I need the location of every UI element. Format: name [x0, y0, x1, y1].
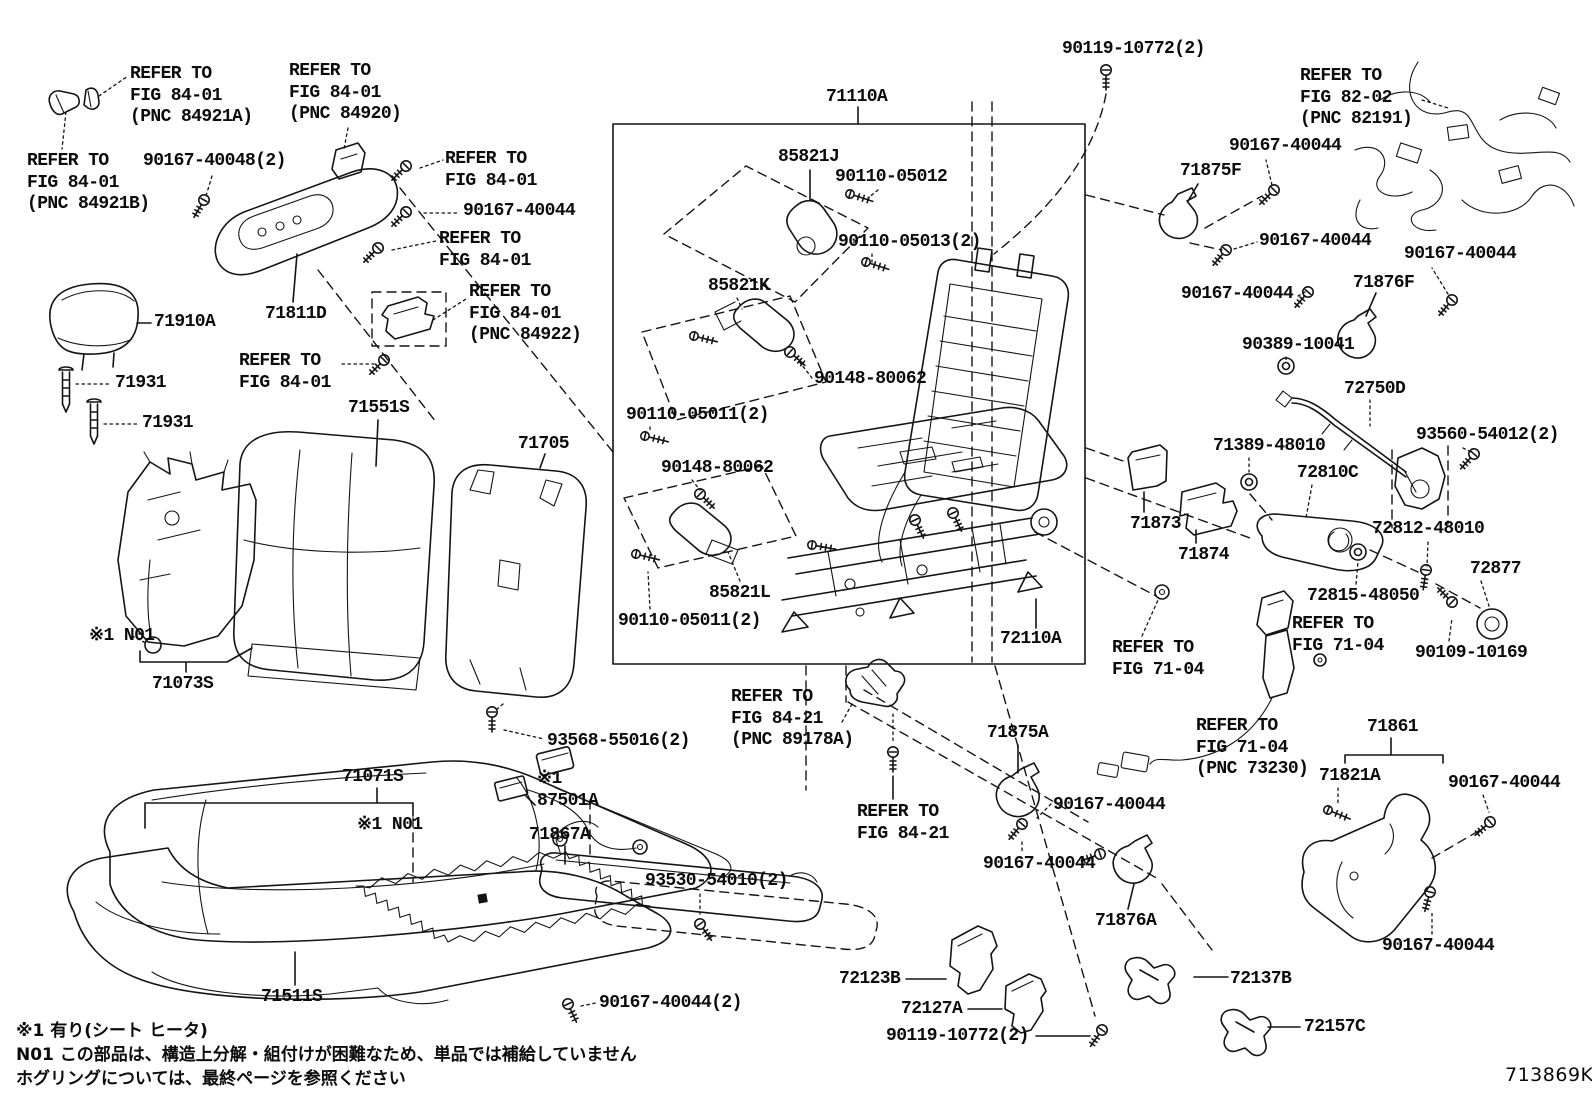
- part-label: 71931: [142, 413, 194, 433]
- part-label: 71511S: [261, 987, 323, 1007]
- part-label: 71875A: [987, 723, 1049, 743]
- part-label: 90148-80062: [661, 458, 774, 478]
- part-label: REFER TO FIG 71-04: [1112, 638, 1204, 680]
- headrest-hardware-art: [48, 75, 152, 445]
- part-label: 71861: [1367, 717, 1419, 737]
- part-label: 90110-05011(2): [618, 611, 761, 631]
- part-label: 90110-05013(2): [838, 232, 981, 252]
- part-label: 90109-10169: [1415, 643, 1528, 663]
- part-label: 90167-40044: [463, 201, 576, 221]
- part-label: 90167-40044: [1382, 936, 1495, 956]
- part-label: 72137B: [1230, 969, 1292, 989]
- part-label: 72810C: [1297, 463, 1359, 483]
- part-label: REFER TO FIG 84-01 (PNC 84922): [469, 282, 582, 345]
- part-label: 72750D: [1344, 379, 1406, 399]
- part-label: 85821L: [709, 583, 771, 603]
- part-label: 90167-40044(2): [599, 993, 742, 1013]
- part-label: REFER TO FIG 71-04 (PNC 73230): [1196, 716, 1309, 779]
- part-label: 90167-40048(2): [143, 151, 286, 171]
- footnote-n01: N01 この部品は、構造上分解・組付けが困難なため、単品では補給していません: [16, 1045, 637, 1065]
- part-label: 93568-55016(2): [547, 731, 690, 751]
- part-label: 71071S: [342, 767, 404, 787]
- wire-harness-art: [993, 61, 1575, 375]
- part-label: 71875F: [1180, 161, 1242, 181]
- part-label: 93530-54010(2): [645, 871, 788, 891]
- part-label: 90389-10041: [1242, 335, 1355, 355]
- part-label: 71873: [1130, 514, 1182, 534]
- part-label: 71551S: [348, 398, 410, 418]
- part-label: REFER TO FIG 84-21 (PNC 89178A): [731, 687, 854, 750]
- part-label: 72127A: [901, 999, 963, 1019]
- part-label: 71110A: [826, 87, 888, 107]
- part-label: 90167-40044: [983, 854, 1096, 874]
- part-label: 90110-05011(2): [626, 405, 769, 425]
- part-label: 72815-48050: [1307, 586, 1420, 606]
- part-label: 90119-10772(2): [1062, 39, 1205, 59]
- footnote-heater: ※1 有り(シート ヒータ): [16, 1021, 208, 1041]
- part-label: 90167-40044: [1229, 136, 1342, 156]
- part-label: 90167-40044: [1404, 244, 1517, 264]
- part-label: 90167-40044: [1181, 284, 1294, 304]
- belt-guide-clips-art: [805, 658, 1301, 1057]
- seat-cushion-art: [66, 746, 732, 1005]
- part-label: 71389-48010: [1213, 436, 1326, 456]
- part-label: 90167-40044: [1259, 231, 1372, 251]
- seat-back-art: [117, 419, 587, 740]
- part-label: 71705: [518, 434, 570, 454]
- part-label: 71874: [1178, 545, 1230, 565]
- part-label: 90167-40044: [1053, 795, 1166, 815]
- footnote-hogring: ホグリングについては、最終ページを参照ください: [16, 1069, 406, 1089]
- seat-shield-art: [538, 845, 878, 1026]
- seat-assembly-box-art: [317, 101, 1096, 1017]
- part-label: 90167-40044: [1448, 773, 1561, 793]
- part-label: 71867A: [529, 825, 591, 845]
- part-label: 71876F: [1353, 273, 1415, 293]
- part-label: REFER TO FIG 84-01 (PNC 84921A): [130, 64, 253, 127]
- part-label: 72812-48010: [1372, 519, 1485, 539]
- part-label: 71876A: [1095, 911, 1157, 931]
- part-label: ※1 87501A: [537, 769, 599, 811]
- part-label: 72157C: [1304, 1017, 1366, 1037]
- part-label: REFER TO FIG 84-01 (PNC 84920): [289, 61, 402, 124]
- part-label: ※1 N01: [357, 815, 423, 835]
- part-label: 72110A: [1000, 629, 1062, 649]
- part-label: REFER TO FIG 82-02 (PNC 82191): [1300, 66, 1413, 129]
- side-shield-upper-art: [188, 127, 467, 379]
- part-label: REFER TO FIG 84-01: [439, 229, 531, 271]
- diagram-code: 713869K: [1505, 1064, 1592, 1086]
- part-label: 71073S: [152, 674, 214, 694]
- part-label: 71931: [115, 373, 167, 393]
- part-label: REFER TO FIG 84-21: [857, 802, 949, 844]
- part-label: 85821J: [778, 147, 840, 167]
- recliner-cover-art: [1301, 737, 1499, 943]
- part-label: 90110-05012: [835, 167, 948, 187]
- part-label: 71910A: [154, 312, 216, 332]
- part-label: REFER TO FIG 84-01 (PNC 84921B): [27, 151, 150, 214]
- part-label: REFER TO FIG 84-01: [445, 149, 537, 191]
- part-label: REFER TO FIG 84-01: [239, 351, 331, 393]
- part-label: 90148-80062: [814, 369, 927, 389]
- part-label: 71811D: [265, 304, 327, 324]
- part-label: 85821K: [708, 276, 770, 296]
- part-label: 72877: [1470, 559, 1522, 579]
- part-label: 72123B: [839, 969, 901, 989]
- part-label: 71821A: [1319, 766, 1381, 786]
- part-label: 93560-54012(2): [1416, 425, 1559, 445]
- armrest-recliner-art: [1034, 390, 1508, 778]
- part-label: REFER TO FIG 71-04: [1292, 614, 1384, 656]
- part-label: ※1 N01: [89, 626, 155, 646]
- part-label: 90119-10772(2): [886, 1026, 1029, 1046]
